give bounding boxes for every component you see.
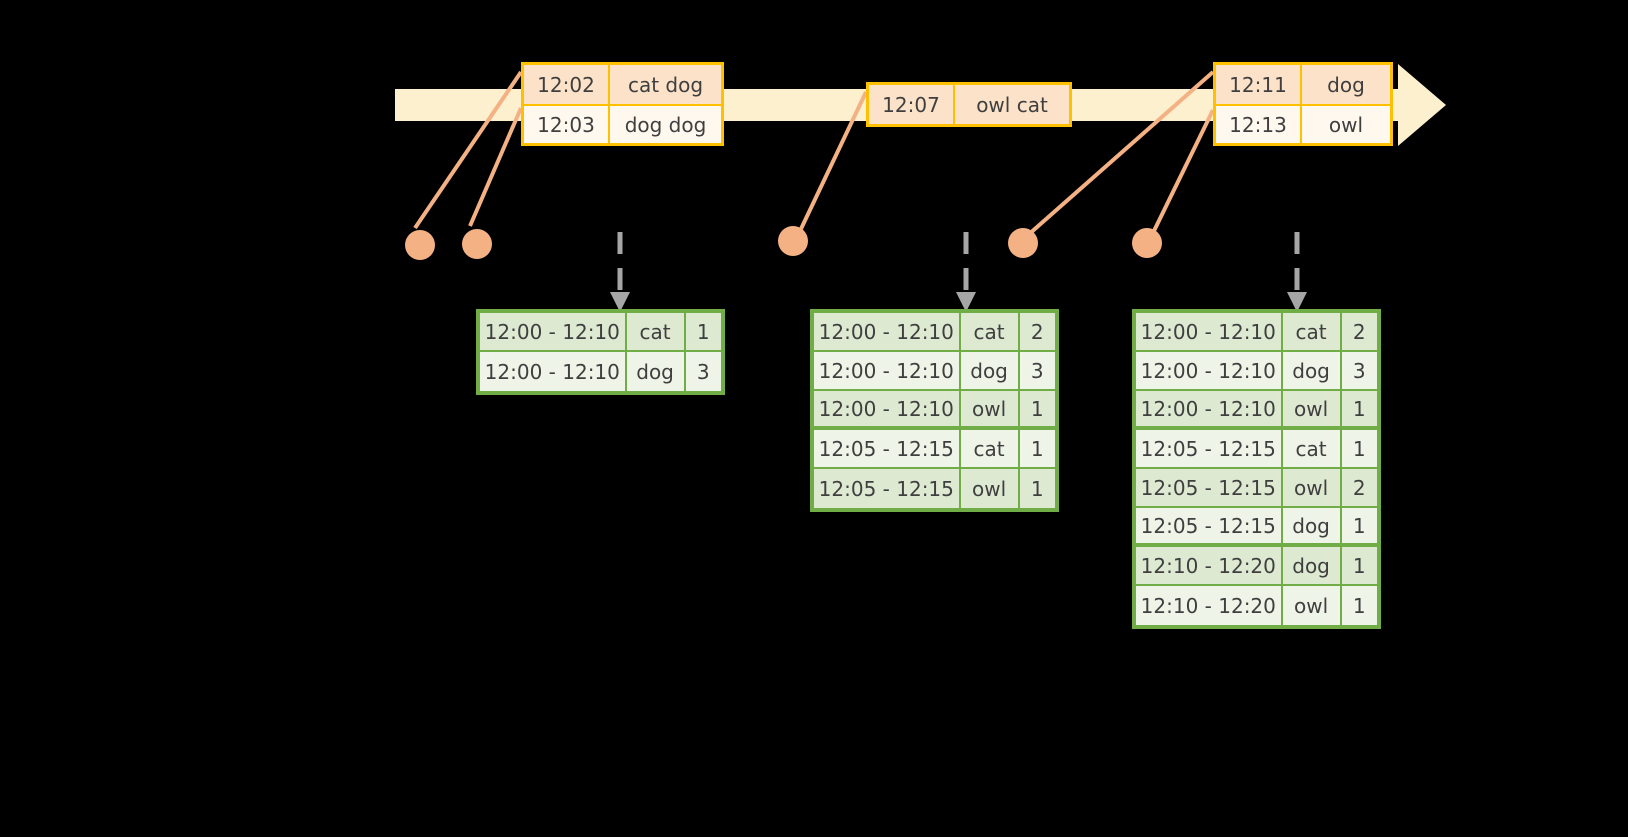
window-cell: 12:05 - 12:15 <box>814 469 961 508</box>
window-cell: 12:10 - 12:20 <box>1136 547 1283 584</box>
event-box-2: 12:07 owl cat <box>866 82 1072 127</box>
word-cell: owl <box>961 391 1020 426</box>
count-cell: 2 <box>1030 319 1044 344</box>
event-row: 12:02 cat dog <box>524 65 721 104</box>
event-time: 12:02 <box>524 65 610 104</box>
event-words: dog dog <box>624 112 707 137</box>
word-cell: dog <box>961 352 1020 389</box>
count-cell: 1 <box>1352 593 1366 618</box>
connector-line-5 <box>1150 109 1215 236</box>
word-cell: dog <box>627 352 686 391</box>
word-cell: cat <box>961 430 1020 467</box>
count-cell: 3 <box>1030 358 1044 383</box>
event-time: 12:13 <box>1216 106 1302 143</box>
count-cell: 1 <box>696 319 710 344</box>
timeline-arrowhead-icon <box>1398 64 1446 146</box>
count-cell: 1 <box>1352 436 1366 461</box>
table-row: 12:00 - 12:10 cat 2 <box>814 313 1055 352</box>
window-cell: 12:00 - 12:10 <box>480 352 627 391</box>
count-cell: 3 <box>696 359 710 384</box>
window-cell: 12:05 - 12:15 <box>1136 469 1283 506</box>
event-words: owl <box>1328 112 1364 137</box>
word-cell: dog <box>1283 547 1342 584</box>
word-cell: cat <box>1283 313 1342 350</box>
word-cell: owl <box>1283 391 1342 426</box>
window-cell: 12:05 - 12:15 <box>1136 430 1283 467</box>
window-cell: 12:00 - 12:10 <box>480 313 627 350</box>
window-cell: 12:00 - 12:10 <box>1136 313 1283 350</box>
table-row: 12:05 - 12:15 owl 2 <box>1136 469 1377 508</box>
table-row: 12:00 - 12:10 owl 1 <box>814 391 1055 430</box>
connector-dot-2 <box>462 229 492 259</box>
table-row: 12:00 - 12:10 dog 3 <box>480 352 721 391</box>
event-words: dog <box>1327 72 1365 97</box>
count-cell: 1 <box>1030 396 1044 421</box>
drop-arrow-icon-3 <box>1287 232 1307 312</box>
table-row: 12:00 - 12:10 cat 2 <box>1136 313 1377 352</box>
table-row: 12:05 - 12:15 owl 1 <box>814 469 1055 508</box>
word-cell: owl <box>1283 469 1342 506</box>
event-box-3: 12:11 dog 12:13 owl <box>1213 62 1393 146</box>
count-cell: 1 <box>1030 436 1044 461</box>
word-cell: dog <box>1283 352 1342 389</box>
result-table-3: 12:00 - 12:10 cat 2 12:00 - 12:10 dog 3 … <box>1132 309 1381 629</box>
word-cell: owl <box>961 469 1020 508</box>
result-table-1: 12:00 - 12:10 cat 1 12:00 - 12:10 dog 3 <box>476 309 725 395</box>
window-cell: 12:00 - 12:10 <box>1136 352 1283 389</box>
connector-dot-3 <box>778 226 808 256</box>
count-cell: 1 <box>1352 513 1366 538</box>
result-table-2: 12:00 - 12:10 cat 2 12:00 - 12:10 dog 3 … <box>810 309 1059 512</box>
count-cell: 1 <box>1030 476 1044 501</box>
word-cell: dog <box>1283 508 1342 543</box>
word-cell: owl <box>1283 586 1342 625</box>
drop-arrow-icon-1 <box>610 232 630 312</box>
event-row: 12:13 owl <box>1216 104 1390 143</box>
table-row: 12:05 - 12:15 dog 1 <box>1136 508 1377 547</box>
event-box-1: 12:02 cat dog 12:03 dog dog <box>521 62 724 146</box>
table-row: 12:05 - 12:15 cat 1 <box>1136 430 1377 469</box>
count-cell: 2 <box>1352 475 1366 500</box>
event-row: 12:11 dog <box>1216 65 1390 104</box>
table-row: 12:00 - 12:10 owl 1 <box>1136 391 1377 430</box>
table-row: 12:00 - 12:10 dog 3 <box>1136 352 1377 391</box>
event-time: 12:11 <box>1216 65 1302 104</box>
table-row: 12:10 - 12:20 dog 1 <box>1136 547 1377 586</box>
event-row: 12:07 owl cat <box>869 85 1069 124</box>
window-cell: 12:00 - 12:10 <box>814 352 961 389</box>
connector-dot-4 <box>1008 228 1038 258</box>
count-cell: 1 <box>1352 553 1366 578</box>
connector-line-2 <box>468 107 523 227</box>
drop-arrow-icon-2 <box>956 232 976 312</box>
window-cell: 12:10 - 12:20 <box>1136 586 1283 625</box>
event-time: 12:03 <box>524 106 610 143</box>
window-cell: 12:05 - 12:15 <box>814 430 961 467</box>
event-row: 12:03 dog dog <box>524 104 721 143</box>
table-row: 12:00 - 12:10 dog 3 <box>814 352 1055 391</box>
count-cell: 1 <box>1352 396 1366 421</box>
connector-dot-5 <box>1132 228 1162 258</box>
table-row: 12:00 - 12:10 cat 1 <box>480 313 721 352</box>
table-row: 12:10 - 12:20 owl 1 <box>1136 586 1377 625</box>
window-cell: 12:00 - 12:10 <box>814 391 961 426</box>
event-time: 12:07 <box>869 85 955 124</box>
count-cell: 3 <box>1352 358 1366 383</box>
window-cell: 12:00 - 12:10 <box>814 313 961 350</box>
word-cell: cat <box>627 313 686 350</box>
window-cell: 12:00 - 12:10 <box>1136 391 1283 426</box>
count-cell: 2 <box>1352 319 1366 344</box>
word-cell: cat <box>1283 430 1342 467</box>
table-row: 12:05 - 12:15 cat 1 <box>814 430 1055 469</box>
word-cell: cat <box>961 313 1020 350</box>
event-words: cat dog <box>627 72 704 97</box>
connector-dot-1 <box>405 230 435 260</box>
window-cell: 12:05 - 12:15 <box>1136 508 1283 543</box>
event-words: owl cat <box>976 92 1048 117</box>
